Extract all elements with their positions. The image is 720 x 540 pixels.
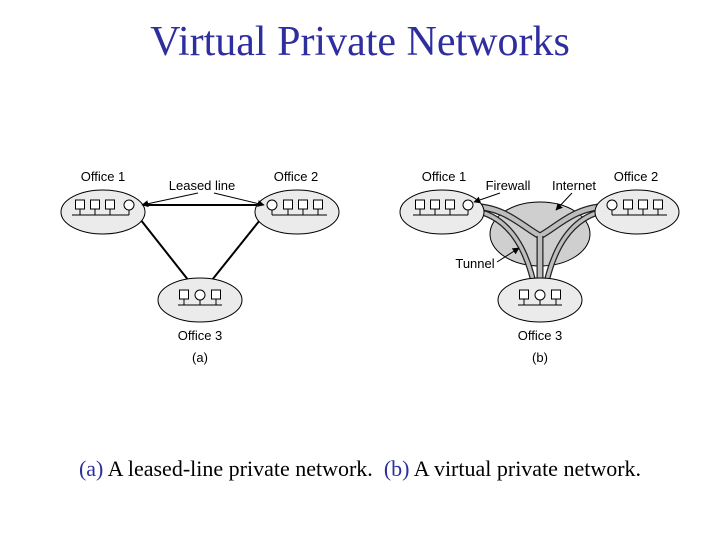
tunnel-label: Tunnel: [455, 256, 494, 271]
firewall-router-icon: [534, 289, 546, 301]
office-2-label: Office 2: [614, 169, 659, 184]
caption-a-tag: (a): [78, 456, 104, 481]
firewall-label: Firewall: [486, 178, 531, 193]
caption-b-text: A virtual private network.: [413, 456, 642, 481]
leased-line-arrow: [213, 192, 265, 207]
panel-b-sublabel: (b): [532, 350, 548, 365]
office-3-lan: [157, 277, 243, 323]
firewall-arrow: [473, 192, 501, 204]
internet-label: Internet: [552, 178, 596, 193]
leased-line-label: Leased line: [169, 178, 236, 193]
office-2-label: Office 2: [274, 169, 319, 184]
caption-b-tag: (b): [383, 456, 410, 481]
panel-a: Office 1 Office 2 Leased line Office 3 (…: [60, 169, 340, 365]
office-1-label: Office 1: [422, 169, 467, 184]
office-2-lan: [254, 189, 340, 235]
caption-a-text: A leased-line private network.: [107, 456, 373, 481]
router-icon: [266, 199, 278, 211]
figure-caption: (a) A leased-line private network. (b) A…: [0, 456, 720, 482]
slide-title: Virtual Private Networks: [150, 19, 570, 65]
router-icon: [194, 289, 206, 301]
office-3-label: Office 3: [178, 328, 223, 343]
office-1-label: Office 1: [81, 169, 126, 184]
panel-b: Office 1 Firewall Internet Office 2 Tunn…: [399, 169, 680, 365]
leased-line-arrow: [141, 192, 199, 208]
office-2-lan: [594, 189, 680, 235]
tunnel-arrow: [496, 247, 520, 263]
firewall-router-icon: [606, 199, 618, 211]
office-1-lan: [399, 189, 485, 235]
panel-a-sublabel: (a): [192, 350, 208, 365]
internet-arrow: [555, 192, 573, 211]
office-3-label: Office 3: [518, 328, 563, 343]
firewall-router-icon: [462, 199, 474, 211]
router-icon: [123, 199, 135, 211]
office-1-lan: [60, 189, 146, 235]
office-3-lan: [497, 277, 583, 323]
